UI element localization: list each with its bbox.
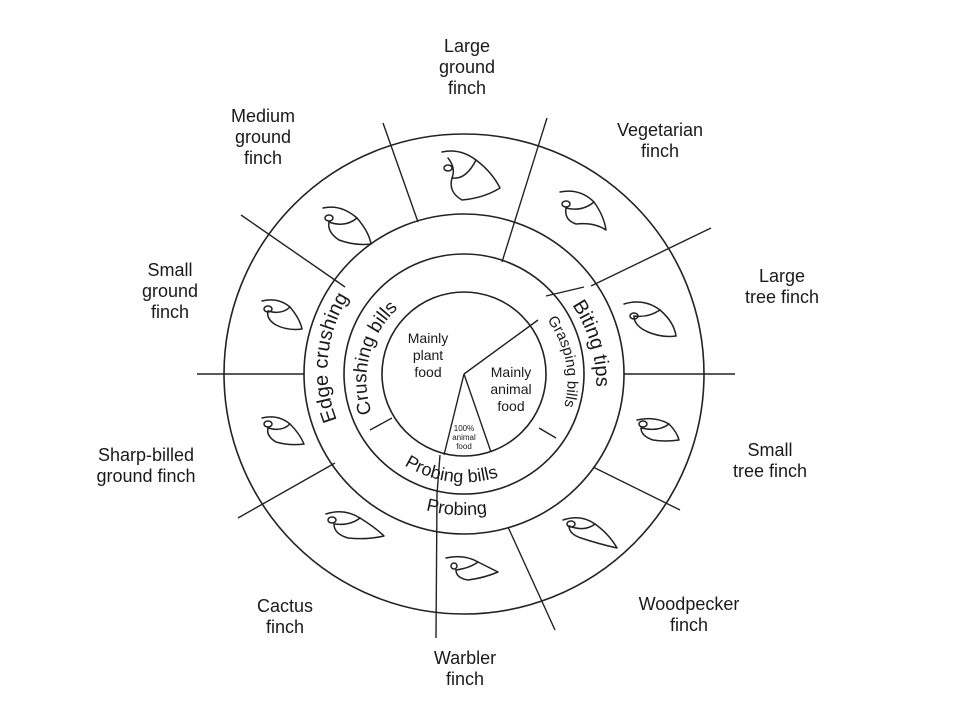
small-ground-finch-beak-icon <box>261 299 303 331</box>
finch-label-medium-ground: Medium ground finch <box>230 106 296 168</box>
cactus-finch-beak-icon <box>325 511 385 540</box>
category-dividers <box>369 286 585 495</box>
small-tree-finch-beak-icon <box>636 417 680 442</box>
diet-label-full-animal: 100% animal food <box>452 424 476 451</box>
finch-label-small-ground: Small ground finch <box>141 260 199 322</box>
probing-bills-label: Probing bills <box>402 451 500 486</box>
woodpecker-finch-beak-icon <box>562 517 618 549</box>
diet-label-plant: Mainly plant food <box>407 330 449 380</box>
edge-crushing-label: Edge crushing <box>310 289 353 426</box>
medium-ground-finch-beak-icon <box>322 206 372 246</box>
finch-label-woodpecker: Woodpecker finch <box>638 594 740 635</box>
sharp-billed-ground-finch-beak-icon <box>261 416 305 446</box>
vegetarian-finch-beak-icon <box>559 190 607 231</box>
finch-label-sharp-billed-ground: Sharp-billed ground finch <box>96 445 196 486</box>
segment-dividers <box>197 117 735 639</box>
probing-label: Probing <box>425 495 488 520</box>
finch-label-warbler: Warbler finch <box>433 648 497 689</box>
inner-ring <box>343 253 585 495</box>
large-ground-finch-beak-icon <box>441 150 501 201</box>
large-tree-finch-beak-icon <box>623 301 677 338</box>
finch-label-cactus: Cactus finch <box>256 596 314 637</box>
finch-label-vegetarian: Vegetarian finch <box>616 120 704 161</box>
finch-label-large-ground: Large ground finch <box>438 36 496 98</box>
warbler-finch-beak-icon <box>445 555 499 581</box>
diet-label-animal: Mainly animal food <box>490 364 532 414</box>
finch-label-large-tree: Large tree finch <box>744 266 820 307</box>
finch-label-small-tree: Small tree finch <box>732 440 808 481</box>
center-circle <box>381 291 547 457</box>
